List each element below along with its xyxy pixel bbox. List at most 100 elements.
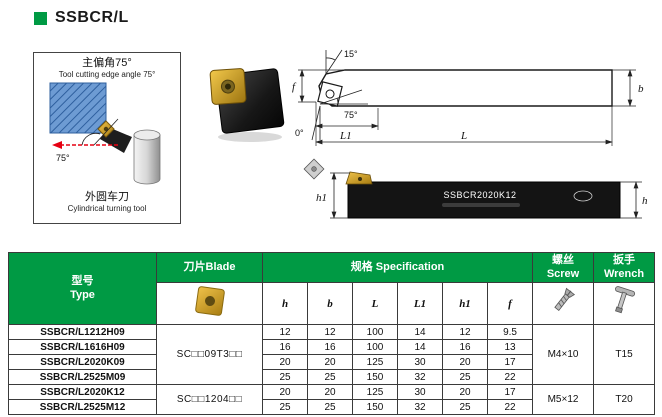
f-value: 17 xyxy=(486,384,534,400)
page-header: SSBCR/L xyxy=(34,9,129,27)
tool-photo xyxy=(209,68,285,142)
L1-value: 30 xyxy=(397,384,443,400)
col-header-blade: 刀片Blade xyxy=(156,252,263,283)
L1-value: 14 xyxy=(397,339,443,355)
wrench-value: T15 xyxy=(593,324,656,385)
screw-image-cell xyxy=(532,282,595,325)
wrench-icon xyxy=(615,286,636,314)
panel-heading-en: Tool cutting edge angle 75° xyxy=(58,70,156,79)
panel-caption-zh: 外圆车刀 xyxy=(85,191,129,203)
type-value: SSBCR/L1616H09 xyxy=(8,339,157,355)
h-value: 12 xyxy=(262,324,308,340)
h1-value: 20 xyxy=(442,384,488,400)
insert-icon xyxy=(345,171,373,185)
blade-value: SC□□09T3□□ xyxy=(156,324,263,385)
h-value: 25 xyxy=(262,399,308,415)
L-value: 100 xyxy=(352,324,398,340)
h-value: 16 xyxy=(262,339,308,355)
page-title: SSBCR/L xyxy=(55,9,129,26)
type-header-en: Type xyxy=(70,288,95,301)
top-view-drawing: 15° f 0° 75° L1 xyxy=(292,49,644,146)
col-header-screw: 螺丝 Screw xyxy=(532,252,595,283)
dim-header-b: b xyxy=(307,282,353,325)
angle-15-label: 15° xyxy=(344,49,358,59)
table-row: SSBCR/L2020K09 20 20 125 30 20 17 xyxy=(8,354,655,370)
panel-caption-en: Cylindrical turning tool xyxy=(67,204,147,213)
h-value: 20 xyxy=(262,354,308,370)
turning-diagram: 75° xyxy=(49,82,161,185)
type-value: SSBCR/L2525M09 xyxy=(8,369,157,385)
h-value: 20 xyxy=(262,384,308,400)
wrench-image-cell xyxy=(593,282,656,325)
dim-h: h xyxy=(620,181,648,219)
dim-header-L: L xyxy=(352,282,398,325)
f-value: 13 xyxy=(486,339,534,355)
table-row: SSBCR/L1212H09 SC□□09T3□□ 12 12 100 14 1… xyxy=(8,324,656,385)
L-value: 150 xyxy=(352,369,398,385)
insert-icon xyxy=(97,120,115,138)
type-value: SSBCR/L2020K09 xyxy=(8,354,157,370)
b-value: 20 xyxy=(307,384,353,400)
panel-heading-zh: 主偏角75° xyxy=(82,57,132,69)
dim-b-label: b xyxy=(638,83,644,95)
L-value: 150 xyxy=(352,399,398,415)
angle-0-label: 0° xyxy=(295,128,304,138)
side-view-drawing: SSBCR2020K12 h1 h xyxy=(303,158,648,219)
h1-value: 12 xyxy=(442,324,488,340)
table-row: SSBCR/L1616H09 16 16 100 14 16 13 xyxy=(8,339,655,355)
insert-outline xyxy=(317,81,343,107)
L-value: 125 xyxy=(352,384,398,400)
edge-angle-annotation: 75° xyxy=(56,118,119,163)
dim-L1-label: L1 xyxy=(339,130,352,142)
col-header-type: 型号 Type xyxy=(8,252,157,325)
angle-75-label: 75° xyxy=(344,110,358,120)
insert-profile-icon xyxy=(303,158,325,180)
L1-value: 32 xyxy=(397,369,443,385)
dim-f-label: f xyxy=(292,81,297,93)
h1-value: 25 xyxy=(442,399,488,415)
col-header-spec: 规格 Specification xyxy=(261,252,534,283)
h-value: 25 xyxy=(262,369,308,385)
insert-icon xyxy=(194,286,225,316)
type-header-zh: 型号 xyxy=(71,274,94,287)
table-row: SSBCR/L2525M09 25 25 150 32 25 22 xyxy=(8,369,655,385)
screw-torx-socket xyxy=(224,83,231,90)
f-value: 22 xyxy=(486,369,534,385)
table-row: SSBCR/L2020K12 SC□□1204□□ 20 20 125 30 2… xyxy=(8,384,656,415)
h1-value: 16 xyxy=(442,339,488,355)
wrench-header-zh: 扳手 xyxy=(613,253,636,266)
wrench-value: T20 xyxy=(593,384,656,415)
workpiece-section xyxy=(49,82,107,134)
b-value: 16 xyxy=(307,339,353,355)
spec-table: 型号 Type 刀片Blade 规格 Specification 螺丝 Scre… xyxy=(8,252,656,415)
b-value: 25 xyxy=(307,369,353,385)
f-value: 9.5 xyxy=(486,324,534,340)
shank-outline xyxy=(318,69,613,107)
wrench-header-en: Wrench xyxy=(603,267,645,280)
type-value: SSBCR/L2020K12 xyxy=(8,384,157,400)
dim-h1-label: h1 xyxy=(316,192,327,204)
f-value: 17 xyxy=(486,354,534,370)
dim-header-f: f xyxy=(486,282,534,325)
L-value: 100 xyxy=(352,339,398,355)
dim-h-label: h xyxy=(642,195,648,207)
dim-header-h: h xyxy=(262,282,308,325)
L-value: 125 xyxy=(352,354,398,370)
b-value: 20 xyxy=(307,354,353,370)
label-mask xyxy=(456,131,476,141)
shank-marking: SSBCR2020K12 xyxy=(443,190,516,200)
table-row: SSBCR/L2525M12 25 25 150 32 25 22 xyxy=(8,399,655,415)
dim-L-label: L xyxy=(460,130,467,142)
screw-header-en: Screw xyxy=(546,267,580,280)
angle-75-annotation: 75° xyxy=(319,89,368,120)
panel-angle-label: 75° xyxy=(56,153,70,163)
screw-icon xyxy=(554,287,576,311)
type-value: SSBCR/L2525M12 xyxy=(8,399,157,415)
b-value: 25 xyxy=(307,399,353,415)
screw-value: M4×10 xyxy=(532,324,595,385)
L1-value: 32 xyxy=(397,399,443,415)
shank-side xyxy=(347,181,621,219)
blade-insert-image-cell xyxy=(156,282,263,325)
title-bullet-icon xyxy=(34,11,47,25)
